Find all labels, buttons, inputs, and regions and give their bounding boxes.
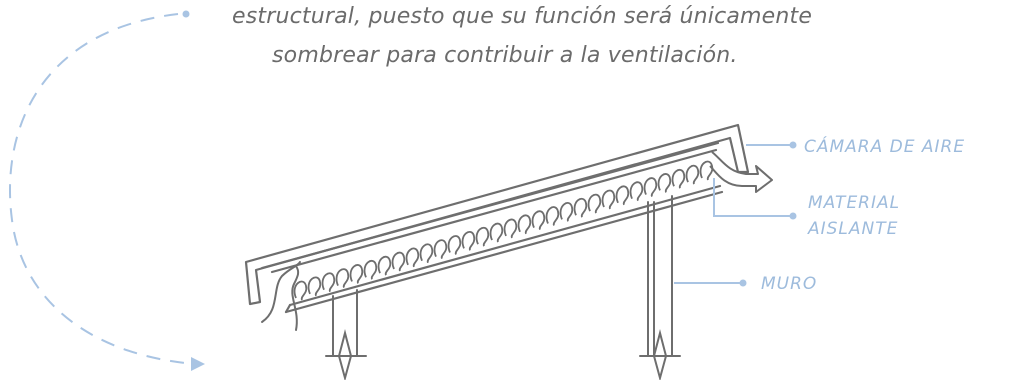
insulation-loop	[433, 239, 448, 260]
label-insulation-2: AISLANTE	[807, 219, 898, 239]
insulation-loop	[419, 243, 434, 264]
insulation-loop	[475, 226, 490, 247]
insulation-loop	[699, 160, 714, 181]
caption-line-2: sombrear para contribuir a la ventilació…	[272, 43, 738, 68]
insulation-loop	[447, 235, 462, 255]
caption-line-1: estructural, puesto que su función será …	[232, 4, 812, 29]
insulation-loop	[671, 169, 686, 189]
insulation-material	[293, 160, 714, 301]
dashed-arc-arrow-icon	[8, 10, 205, 371]
leader-dot-insulation	[789, 212, 797, 220]
insulation-loop	[545, 206, 560, 226]
insulation-loop	[489, 222, 504, 243]
insulation-loop	[377, 255, 392, 276]
insulation-loop	[517, 214, 532, 235]
walls	[325, 195, 681, 380]
insulation-loop	[643, 177, 658, 197]
insulation-loop	[587, 193, 602, 214]
insulation-loop	[405, 247, 420, 268]
insulation-loop	[601, 189, 616, 210]
leader-dot-wall	[739, 279, 747, 287]
insulation-loop	[685, 164, 700, 185]
insulation-loop	[503, 218, 518, 239]
leader-lines	[674, 144, 792, 284]
insulation-loop	[461, 231, 476, 251]
roof-drawing	[244, 123, 750, 314]
insulation-loop	[629, 181, 644, 202]
label-air-chamber: CÁMARA DE AIRE	[804, 135, 965, 157]
right-break-mark	[652, 329, 668, 380]
base-slab-top	[288, 184, 722, 307]
insulation-loop	[391, 251, 406, 272]
air-inlet-lines	[261, 261, 301, 331]
insulation-loop	[559, 202, 574, 222]
wall-muro	[647, 195, 673, 357]
insulation-loop	[307, 276, 322, 297]
insulation-loop	[293, 280, 308, 301]
insulation-loop	[335, 268, 350, 288]
insulation-loop	[321, 272, 336, 293]
leader-dot-air	[789, 141, 797, 149]
insulation-loop	[657, 173, 672, 193]
roof-outer-slab	[244, 123, 750, 306]
left-support	[332, 289, 358, 357]
base-slab-bottom	[284, 190, 724, 314]
label-wall: MURO	[761, 274, 817, 294]
insulation-loop	[573, 198, 588, 218]
curved-air-arrow-icon	[709, 151, 773, 193]
insulation-loop	[615, 185, 630, 206]
left-break-mark	[337, 329, 353, 380]
air-chamber-upper-line	[260, 141, 720, 270]
insulation-loop	[531, 210, 546, 231]
insulation-loop	[363, 260, 378, 280]
air-chamber-lower-line	[270, 148, 718, 274]
label-insulation-1: MATERIAL	[808, 193, 900, 213]
insulation-loop	[349, 264, 364, 284]
